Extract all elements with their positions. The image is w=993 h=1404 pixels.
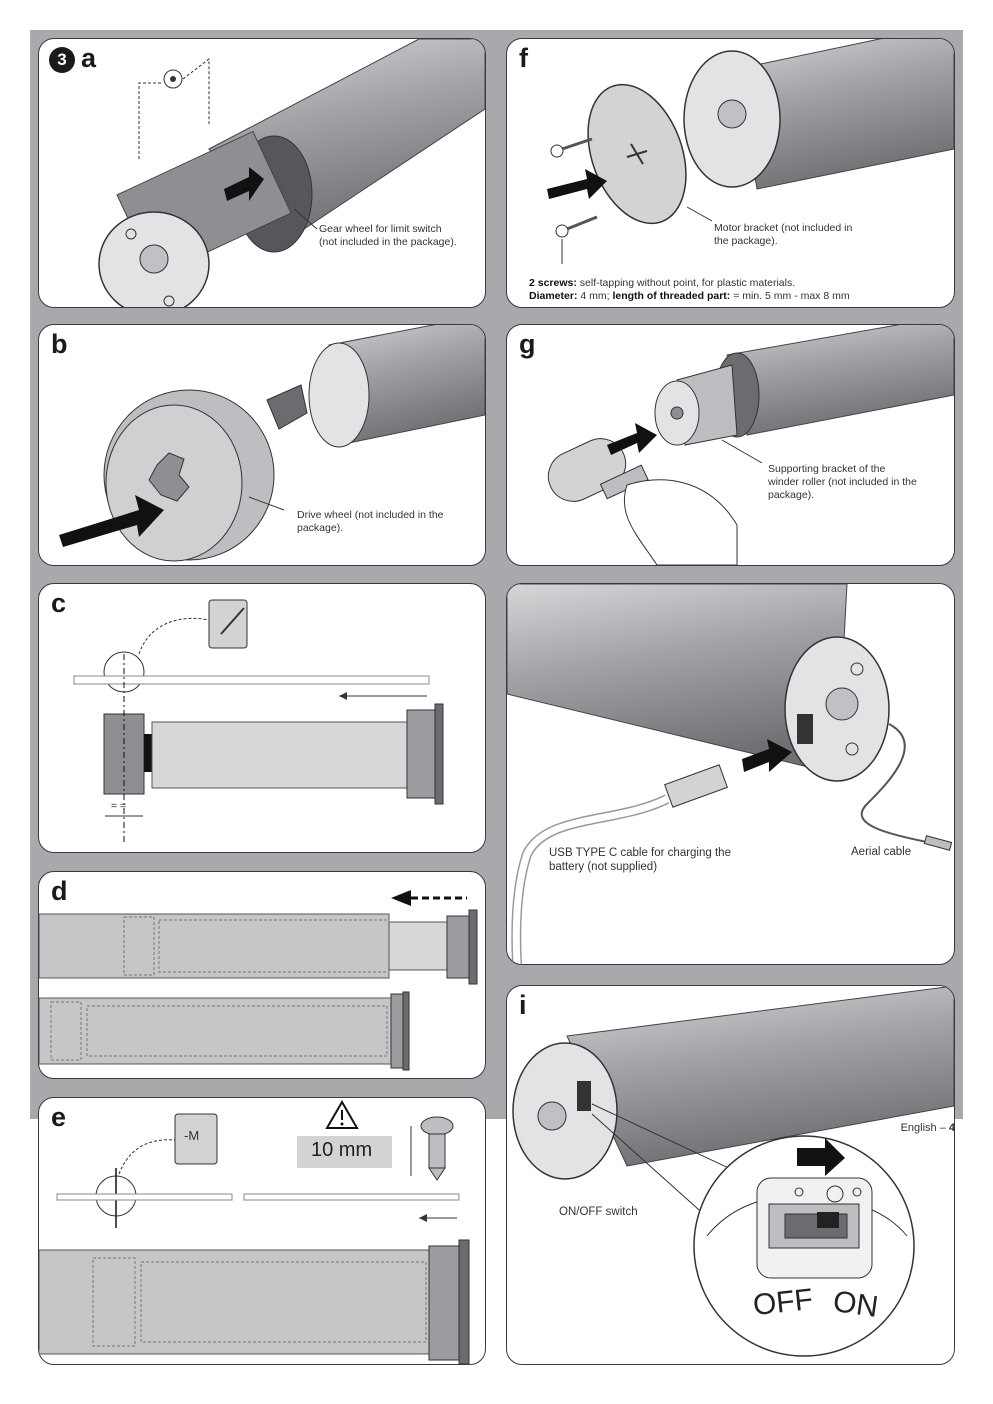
tube-insertion-illustration bbox=[39, 890, 478, 1071]
length-label: length of threaded part: bbox=[612, 290, 731, 302]
panel-b: b Drive wheel (not included in the packa… bbox=[38, 324, 486, 566]
screws-spec: 2 screws: self-tapping without point, fo… bbox=[529, 277, 949, 303]
diameter-label: Diameter: bbox=[529, 290, 578, 302]
panel-letter: f bbox=[519, 43, 528, 73]
panel-d: d bbox=[38, 871, 486, 1079]
on-label: ON bbox=[830, 1285, 881, 1324]
drive-wheel-caption: Drive wheel (not included in the package… bbox=[297, 509, 444, 534]
panel-f: f Motor bracket (not included in the pac… bbox=[506, 38, 955, 308]
panel-letter: c bbox=[51, 588, 67, 618]
motor-gear-illustration bbox=[98, 39, 485, 307]
panel-c: c = = bbox=[38, 583, 486, 853]
usb-cable-caption: USB TYPE C cable for charging the batter… bbox=[549, 847, 731, 873]
supporting-bracket-illustration bbox=[547, 325, 954, 565]
screw-fixing-illustration bbox=[39, 1099, 470, 1364]
footer-language: English bbox=[900, 1122, 937, 1134]
panel-e: e 10 mm -M bbox=[38, 1097, 486, 1365]
length-text: = min. 5 mm - max 8 mm bbox=[730, 290, 850, 302]
page-footer: English – 4 bbox=[901, 1122, 955, 1134]
measurement-illustration bbox=[73, 599, 444, 844]
marker-label: -M bbox=[184, 1128, 200, 1143]
page-number: 4 bbox=[948, 1122, 955, 1134]
panel-letter: g bbox=[519, 329, 536, 359]
step-number-badge: 3 bbox=[49, 47, 75, 73]
motor-bracket-illustration bbox=[547, 39, 954, 264]
panel-letter: i bbox=[519, 990, 527, 1020]
on-off-switch-illustration bbox=[512, 986, 954, 1357]
panel-a: 3 a Gear wheel for limit switch (not inc… bbox=[38, 38, 486, 308]
footer-separator: – bbox=[936, 1122, 949, 1134]
ruler-equal-marks: = = bbox=[111, 800, 127, 812]
panel-i: i ON/OFF switch OFF ON bbox=[506, 985, 955, 1365]
off-label: OFF bbox=[751, 1282, 815, 1323]
screws-text: self-tapping without point, for plastic … bbox=[576, 277, 796, 289]
diameter-text: 4 mm; bbox=[577, 290, 613, 302]
on-off-switch-caption: ON/OFF switch bbox=[559, 1206, 638, 1218]
screw-depth-measure: 10 mm bbox=[311, 1139, 373, 1161]
usb-charging-illustration bbox=[507, 584, 953, 964]
screws-label: 2 screws: bbox=[529, 277, 577, 289]
motor-bracket-caption: Motor bracket (not included in the packa… bbox=[714, 222, 853, 247]
panel-h: h USB TYPE C cable for charging the batt… bbox=[506, 583, 955, 965]
panel-letter: d bbox=[51, 876, 68, 906]
aerial-cable-caption: Aerial cable bbox=[851, 846, 912, 858]
panel-letter: e bbox=[51, 1102, 67, 1132]
panel-g: g Supporting bracket of the winder rolle… bbox=[506, 324, 955, 566]
panel-letter: a bbox=[81, 43, 97, 73]
panel-letter: b bbox=[51, 329, 68, 359]
drive-wheel-illustration bbox=[59, 325, 485, 562]
gear-wheel-caption: Gear wheel for limit switch (not include… bbox=[319, 223, 457, 248]
supporting-bracket-caption: Supporting bracket of the winder roller … bbox=[768, 463, 917, 501]
